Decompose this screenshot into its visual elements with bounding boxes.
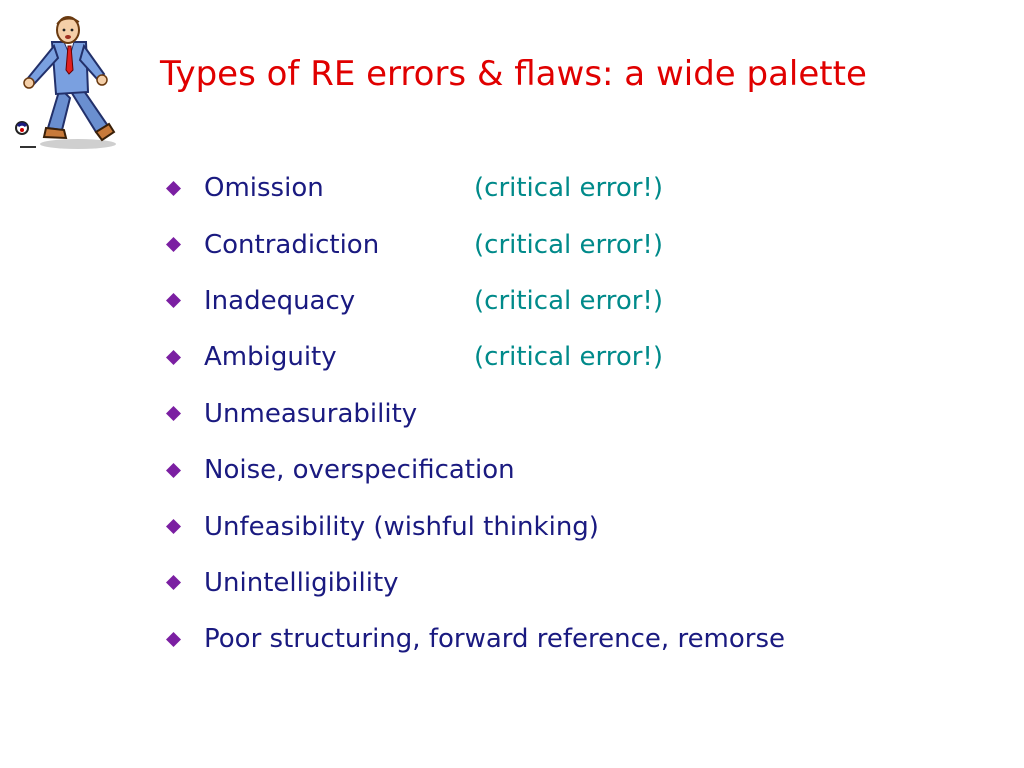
bullet-item: Unfeasibility (wishful thinking): [166, 498, 785, 554]
bullet-label: Inadequacy: [204, 285, 356, 316]
bullet-item: Unintelligibility: [166, 555, 785, 611]
bullet-label: Unmeasurability: [204, 398, 418, 429]
bullet-label: Unfeasibility (wishful thinking): [204, 511, 599, 542]
bullet-note: (critical error!): [474, 229, 663, 260]
diamond-bullet-icon: [166, 237, 181, 253]
bullet-label: Poor structuring, forward reference, rem…: [204, 624, 786, 655]
bullet-item: Unmeasurability: [166, 386, 785, 442]
bullet-label: Unintelligibility: [204, 567, 399, 598]
diamond-bullet-icon: [166, 462, 181, 478]
bullet-label: Omission: [204, 173, 324, 204]
diamond-bullet-icon: [166, 406, 181, 422]
diamond-bullet-icon: [166, 293, 181, 309]
diamond-bullet-icon: [166, 349, 181, 365]
bullet-list: Omission (critical error!) Contradiction (c…: [166, 160, 785, 668]
bullet-label: Ambiguity: [204, 342, 337, 373]
bullet-item: Poor structuring, forward reference, rem…: [166, 611, 785, 667]
diamond-bullet-icon: [166, 631, 181, 647]
bullet-label: Noise, overspecification: [204, 455, 515, 486]
diamond-bullet-icon: [166, 519, 181, 535]
diamond-bullet-icon: [166, 180, 181, 196]
bullet-note: (critical error!): [474, 342, 663, 373]
bullet-item: Omission (critical error!): [166, 160, 785, 216]
bullet-note: (critical error!): [474, 173, 663, 204]
bullet-label: Contradiction: [204, 229, 380, 260]
diamond-bullet-icon: [166, 575, 181, 591]
bullet-item: Inadequacy (critical error!): [166, 273, 785, 329]
slide-title: Types of RE errors & flaws: a wide palet…: [160, 54, 867, 94]
bullet-item: Noise, overspecification: [166, 442, 785, 498]
man-bowling-clipart: [8, 10, 120, 155]
bullet-note: (critical error!): [474, 285, 663, 316]
bullet-item: Ambiguity (critical error!): [166, 329, 785, 385]
bullet-item: Contradiction (critical error!): [166, 216, 785, 272]
